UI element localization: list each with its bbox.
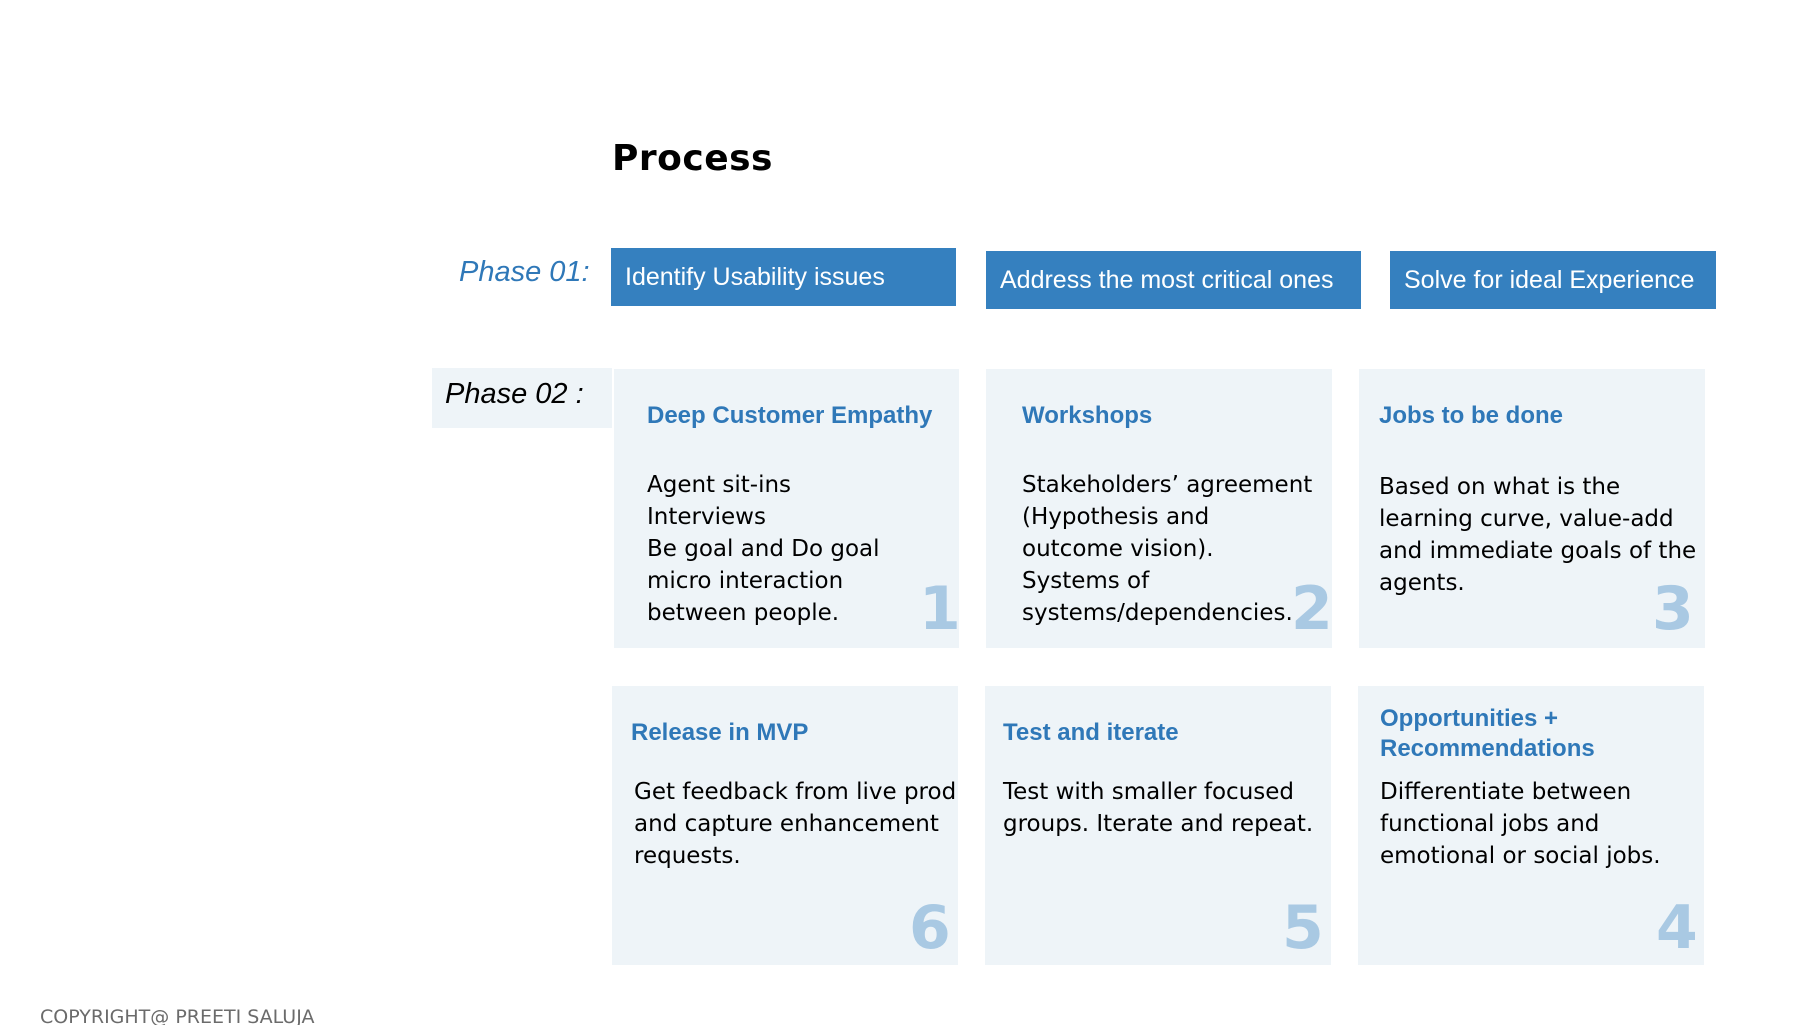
card-number: 1 — [919, 574, 961, 644]
card-release-in-mvp: Release in MVP Get feedback from live pr… — [612, 686, 958, 965]
card-body: Based on what is the learning curve, val… — [1379, 474, 1697, 596]
card-opportunities-recommendations: Opportunities + Recommendations Differen… — [1358, 686, 1704, 965]
card-heading: Deep Customer Empathy — [647, 402, 933, 429]
card-number: 4 — [1656, 893, 1698, 963]
card-body: Get feedback from live prod and capture … — [634, 779, 957, 869]
card-jobs-to-be-done: Jobs to be done Based on what is the lea… — [1359, 369, 1705, 648]
phase-01-label: Phase 01: — [459, 256, 590, 288]
phase-02-label: Phase 02 : — [445, 378, 584, 410]
card-heading: Release in MVP — [631, 719, 809, 746]
card-test-and-iterate: Test and iterate Test with smaller focus… — [985, 686, 1331, 965]
card-body: Agent sit-ins Interviews Be goal and Do … — [647, 472, 880, 626]
card-number: 2 — [1291, 574, 1333, 644]
phase-01-step-address: Address the most critical ones — [986, 251, 1361, 309]
card-body: Stakeholders’ agreement (Hypothesis and … — [1022, 472, 1313, 626]
card-number: 3 — [1652, 574, 1694, 644]
phase-01-step-label: Address the most critical ones — [1000, 265, 1334, 294]
card-body: Differentiate between functional jobs an… — [1380, 779, 1661, 869]
phase-01-step-label: Identify Usability issues — [625, 262, 885, 291]
phase-01-step-identify: Identify Usability issues — [611, 248, 956, 306]
card-number: 5 — [1282, 893, 1324, 963]
slide-title: Process — [612, 138, 773, 179]
phase-02-label-background — [432, 368, 612, 428]
card-heading: Test and iterate — [1003, 719, 1179, 746]
card-number: 6 — [909, 893, 951, 963]
copyright-footer: COPYRIGHT@ PREETI SALUJA — [40, 1006, 315, 1025]
card-heading: Jobs to be done — [1379, 402, 1564, 429]
card-body: Test with smaller focused groups. Iterat… — [1003, 779, 1314, 837]
card-heading: Workshops — [1022, 402, 1153, 429]
phase-01-step-label: Solve for ideal Experience — [1404, 265, 1695, 294]
card-deep-customer-empathy: Deep Customer Empathy Agent sit-ins Inte… — [614, 369, 961, 648]
phase-01-step-solve: Solve for ideal Experience — [1390, 251, 1716, 309]
card-heading: Opportunities + Recommendations — [1380, 705, 1595, 762]
card-workshops: Workshops Stakeholders’ agreement (Hypot… — [986, 369, 1333, 648]
